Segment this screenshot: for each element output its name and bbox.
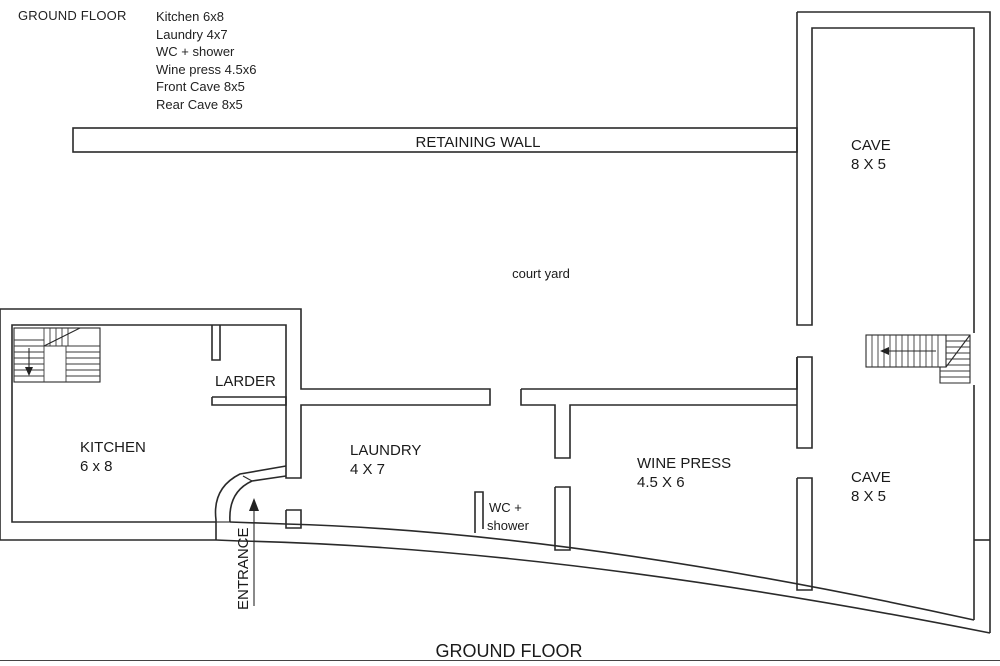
retaining-wall-label: RETAINING WALL (415, 134, 540, 151)
stair-arrow-icon (880, 347, 889, 355)
kitchen-stair-arrow-icon (25, 367, 33, 376)
kitchen-name: KITCHEN (80, 439, 146, 456)
rear-cave-size: 8 X 5 (851, 156, 886, 173)
bottom-divider (0, 660, 1000, 666)
cave-block (796, 11, 991, 633)
legend-item-front-cave: Front Cave 8x5 (156, 79, 245, 95)
kitchen-walls (0, 308, 491, 523)
entrance-label: ENTRANCE (235, 527, 252, 610)
wc-pier (554, 486, 571, 551)
laundry-name: LAUNDRY (350, 442, 421, 459)
entrance-pier (285, 509, 302, 529)
kitchen-outer-wall (0, 309, 216, 541)
legend-item-laundry: Laundry 4x7 (156, 26, 228, 42)
laundry-winepress-walls (285, 357, 798, 551)
ground-floor-caption: GROUND FLOOR (435, 641, 582, 661)
kitchen-size: 6 x 8 (80, 458, 113, 475)
cave-pier-upper (796, 356, 813, 449)
front-cave-name: CAVE (851, 469, 891, 486)
front-wall-inner (229, 521, 975, 621)
legend-item-kitchen: Kitchen 6x8 (156, 9, 224, 24)
rear-cave-name: CAVE (851, 137, 891, 154)
winepress-inner-wall (520, 389, 797, 459)
laundry-size: 4 X 7 (350, 461, 385, 478)
entrance-arrow-icon (249, 498, 259, 511)
wine-press-size: 4.5 X 6 (637, 474, 685, 491)
front-wall-outer (215, 539, 991, 634)
front-cave-size: 8 X 5 (851, 488, 886, 505)
winepress-top-wall (521, 357, 798, 390)
cave-pier-lower (796, 477, 813, 591)
larder-wall-top (211, 325, 221, 361)
wc-wall-left (474, 491, 484, 533)
legend-title: GROUND FLOOR (18, 8, 127, 23)
legend-item-wc: WC + shower (156, 44, 235, 60)
wc-label-line1: WC + (489, 500, 522, 515)
cave-outer-wall (797, 11, 991, 633)
entrance-arrow (249, 498, 259, 606)
cave-staircase (865, 334, 971, 384)
entrance-curved-wall-inner (229, 475, 287, 523)
entrance-curved-wall-outer (214, 465, 287, 540)
rear-cave-inner-wall (796, 12, 975, 333)
room-size-legend: Kitchen 6x8 Laundry 4x7 WC + shower Wine… (156, 8, 256, 114)
legend-item-wine-press: Wine press 4.5x6 (156, 61, 257, 77)
larder-label: LARDER (215, 373, 276, 390)
wine-press-name: WINE PRESS (637, 455, 731, 472)
legend-item-rear-cave: Rear Cave 8x5 (156, 96, 243, 112)
kitchen-staircase (13, 327, 101, 383)
court-yard-label: court yard (512, 266, 570, 281)
wc-label-line2: shower (487, 518, 530, 533)
larder-wall-bottom (211, 396, 287, 406)
kitchen-block (0, 308, 491, 541)
